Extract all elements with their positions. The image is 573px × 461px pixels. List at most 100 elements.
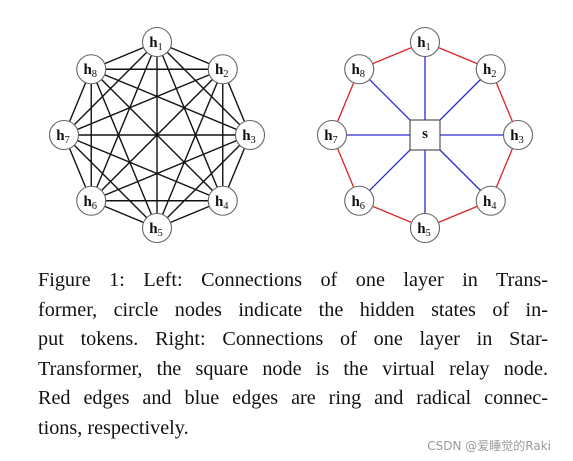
edge-h5-h8 bbox=[90, 68, 158, 229]
edge-h5-h7 bbox=[63, 134, 158, 229]
right-node-h8: h8 bbox=[344, 54, 375, 85]
node-circle bbox=[475, 54, 506, 85]
node-label: h6 bbox=[83, 194, 97, 212]
node-circle bbox=[316, 119, 348, 151]
node-label: h3 bbox=[510, 128, 524, 146]
right-node-h3: h3 bbox=[502, 119, 534, 151]
node-label-subscript: 8 bbox=[92, 69, 97, 80]
right-node-h2: h2 bbox=[475, 54, 506, 85]
left-node-h7: h7 bbox=[48, 119, 80, 151]
node-label-base: h bbox=[483, 194, 492, 210]
node-label-base: h bbox=[83, 62, 92, 78]
node-label-subscript: 5 bbox=[426, 228, 431, 239]
node-circle bbox=[207, 185, 238, 216]
edge-h4-h7 bbox=[63, 134, 224, 202]
node-label: h7 bbox=[324, 128, 338, 146]
right-node-h5: h5 bbox=[409, 212, 441, 244]
caption-line: Red edges and blue edges are ring and ra… bbox=[38, 387, 548, 409]
left-node-h1: h1 bbox=[141, 26, 173, 58]
node-label-subscript: 1 bbox=[426, 42, 431, 53]
node-label-subscript: 3 bbox=[519, 135, 524, 146]
caption-line: former, circle nodes indicate the hidden… bbox=[38, 298, 548, 321]
node-label-base: h bbox=[242, 128, 251, 144]
left-node-h6: h6 bbox=[76, 185, 107, 216]
node-circle bbox=[409, 26, 441, 58]
edge-h2-h5 bbox=[156, 68, 224, 229]
node-label: h2 bbox=[215, 62, 229, 80]
node-label: h6 bbox=[351, 194, 365, 212]
caption-line: put tokens. Right: Connections of one la… bbox=[38, 328, 548, 350]
right-node-h6: h6 bbox=[344, 185, 375, 216]
node-label-base: h bbox=[483, 62, 492, 78]
node-label-base: h bbox=[149, 221, 158, 237]
caption-line: Figure 1: Left: Connections of one layer… bbox=[38, 269, 548, 291]
node-label: h3 bbox=[242, 128, 256, 146]
node-label-base: h bbox=[83, 194, 92, 210]
node-label: h4 bbox=[215, 194, 229, 212]
node-label-base: h bbox=[215, 194, 224, 210]
node-label-subscript: 3 bbox=[251, 135, 256, 146]
node-label-subscript: 6 bbox=[360, 201, 365, 212]
left-node-h8: h8 bbox=[76, 54, 107, 85]
node-circle bbox=[344, 54, 375, 85]
figure-caption: Figure 1: Left: Connections of one layer… bbox=[38, 266, 548, 443]
left-node-h4: h4 bbox=[207, 185, 238, 216]
node-label-base: h bbox=[215, 62, 224, 78]
node-label: h1 bbox=[149, 35, 163, 53]
caption-line: Transformer, the square node is the virt… bbox=[38, 357, 548, 380]
left-node-h3: h3 bbox=[234, 119, 266, 151]
node-circle bbox=[344, 185, 375, 216]
relay-node-box bbox=[409, 119, 441, 151]
node-circle bbox=[141, 26, 173, 58]
right-node-h7: h7 bbox=[316, 119, 348, 151]
edge-h1-h6 bbox=[90, 41, 158, 202]
node-label: h1 bbox=[417, 35, 431, 53]
node-label-subscript: 4 bbox=[491, 201, 497, 212]
node-circle bbox=[475, 185, 506, 216]
node-label-base: h bbox=[351, 194, 360, 210]
left-node-h2: h2 bbox=[207, 54, 238, 85]
node-circle bbox=[207, 54, 238, 85]
node-label-subscript: 1 bbox=[158, 42, 163, 53]
node-label-base: h bbox=[56, 128, 65, 144]
node-circle bbox=[502, 119, 534, 151]
left-node-h5: h5 bbox=[141, 212, 173, 244]
node-label-subscript: 6 bbox=[92, 201, 97, 212]
watermark-text: CSDN @爱睡觉的Raki bbox=[427, 439, 551, 453]
node-circle bbox=[48, 119, 80, 151]
edge-h1-h4 bbox=[156, 41, 224, 202]
node-label-base: h bbox=[417, 35, 426, 51]
node-label-subscript: 7 bbox=[65, 135, 70, 146]
node-label-base: h bbox=[417, 221, 426, 237]
edge-h3-h6 bbox=[90, 134, 251, 202]
node-label-base: h bbox=[149, 35, 158, 51]
node-label-base: h bbox=[324, 128, 333, 144]
node-circle bbox=[141, 212, 173, 244]
node-label: h2 bbox=[483, 62, 497, 80]
right-node-h1: h1 bbox=[409, 26, 441, 58]
node-label-subscript: 8 bbox=[360, 69, 365, 80]
node-label: h5 bbox=[417, 221, 431, 239]
edge-h4-h8 bbox=[90, 68, 224, 202]
node-label: h8 bbox=[83, 62, 97, 80]
node-label-subscript: 7 bbox=[333, 135, 338, 146]
node-label-subscript: 2 bbox=[491, 69, 496, 80]
node-label: h8 bbox=[351, 62, 365, 80]
node-label-subscript: 2 bbox=[223, 69, 228, 80]
edge-h2-h7 bbox=[63, 68, 224, 136]
node-label-subscript: 4 bbox=[223, 201, 229, 212]
node-circle bbox=[234, 119, 266, 151]
node-label: h7 bbox=[56, 128, 70, 146]
relay-node: s bbox=[409, 119, 441, 151]
node-label-base: h bbox=[351, 62, 360, 78]
caption-line: tions, respectively. bbox=[38, 416, 189, 439]
node-circle bbox=[76, 54, 107, 85]
edge-h3-h8 bbox=[90, 68, 251, 136]
node-circle bbox=[76, 185, 107, 216]
node-label: h5 bbox=[149, 221, 163, 239]
right-node-h4: h4 bbox=[475, 185, 506, 216]
node-label: h4 bbox=[483, 194, 497, 212]
